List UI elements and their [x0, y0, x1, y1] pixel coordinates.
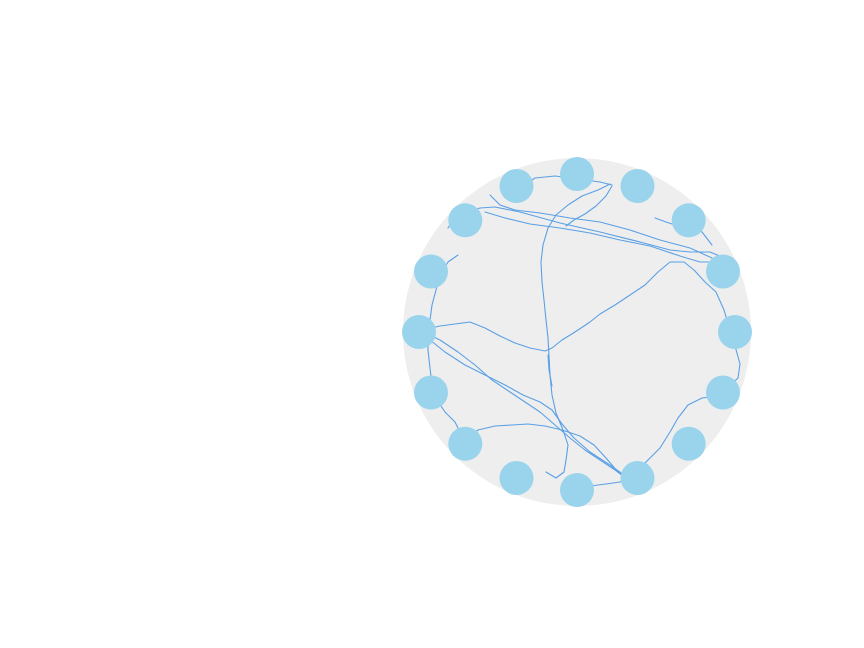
meandering-path: [489, 194, 713, 259]
node-9: [560, 473, 594, 507]
meandering-path: [463, 423, 629, 481]
node-8: [620, 461, 655, 495]
node-5: [718, 315, 752, 349]
node-layer: [402, 157, 752, 507]
meandering-path: [429, 339, 629, 479]
node-13: [402, 315, 436, 349]
node-6: [706, 375, 740, 410]
meandering-path: [565, 185, 613, 227]
node-2: [620, 169, 655, 203]
node-11: [448, 426, 483, 461]
node-7: [671, 426, 706, 461]
node-15: [448, 203, 483, 238]
meandering-path: [422, 331, 629, 481]
node-3: [671, 203, 706, 238]
node-16: [499, 169, 534, 203]
meandering-path: [547, 354, 553, 387]
meandering-path: [421, 261, 741, 391]
meandering-path: [575, 395, 719, 489]
circular-arena: [403, 158, 751, 506]
node-4: [706, 254, 740, 289]
node-1: [560, 157, 594, 191]
node-12: [414, 375, 448, 410]
meandering-path: [484, 211, 719, 263]
node-10: [499, 461, 534, 495]
meandering-path: [540, 183, 611, 479]
node-14: [414, 254, 448, 289]
